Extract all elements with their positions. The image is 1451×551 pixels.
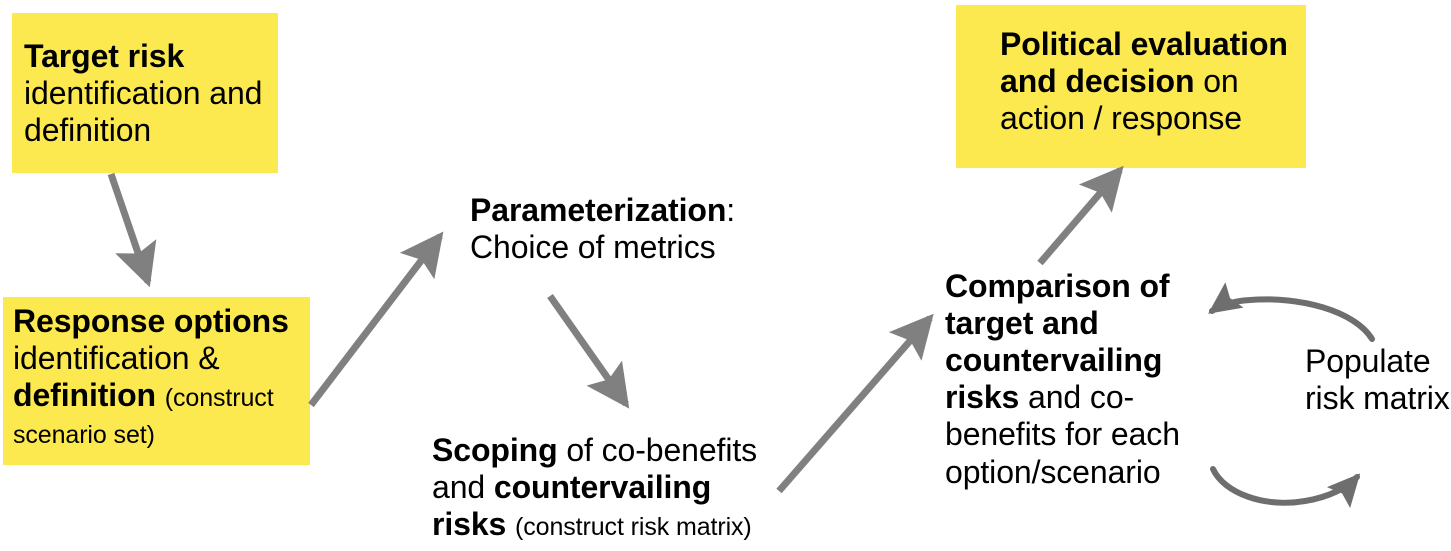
node-target-risk-box [12, 13, 278, 173]
node-comparison-label: Comparison of target and countervailing … [945, 268, 1195, 491]
arrow-response-options-to-parameterization [308, 231, 444, 408]
node-response-options-label: Response options identification & defini… [13, 303, 313, 451]
scoping-bold-text-2: countervailing risks [432, 469, 712, 543]
node-parameterization-label: Parameterization: Choice of metrics [470, 192, 770, 266]
arrow-loop-top-populate [1208, 282, 1375, 342]
comparison-bold-text: Comparison of target and countervailing … [945, 268, 1170, 416]
response-options-bold-text-1: Response options [13, 303, 289, 339]
target-risk-bold-text: Target risk [24, 38, 185, 74]
node-political-evaluation-label: Political evaluation and decision on act… [1000, 26, 1310, 137]
parameterization-bold-text: Parameterization [470, 192, 727, 228]
response-options-regular-text-1: identification & [13, 340, 220, 377]
arrow-loop-bottom-populate [1210, 466, 1361, 508]
arrow-parameterization-to-scoping [547, 293, 630, 409]
response-options-small-text: (construct scenario set) [13, 384, 274, 450]
comparison-regular-text: and co-benefits for each option/scenario [945, 379, 1180, 490]
populate-line-2: risk matrix [1305, 380, 1450, 417]
response-options-bold-text-2: definition [13, 377, 156, 414]
node-response-options-box [3, 297, 310, 465]
political-evaluation-bold-text: Political evaluation and decision [1000, 26, 1288, 100]
scoping-regular-text-1: of co-benefits and [432, 432, 758, 506]
node-political-evaluation-box [956, 5, 1306, 168]
populate-line-1: Populate [1305, 343, 1431, 379]
scoping-bold-text-1: Scoping [432, 432, 558, 468]
parameterization-regular-text: : Choice of metrics [470, 192, 736, 266]
node-target-risk-label: Target risk identification and definitio… [24, 38, 274, 149]
political-evaluation-regular-text: on action / response [1000, 63, 1243, 137]
arrow-target-risk-to-response-options [107, 172, 157, 288]
scoping-small-text: (construct risk matrix) [515, 513, 752, 542]
arrow-scoping-to-comparison [776, 313, 934, 494]
target-risk-regular-text: identification and definition [24, 75, 263, 149]
arrow-comparison-to-political-evaluation [1037, 165, 1124, 266]
node-populate-risk-matrix-label: Populate risk matrix [1305, 343, 1451, 417]
node-scoping-label: Scoping of co-benefits and countervailin… [432, 432, 792, 543]
